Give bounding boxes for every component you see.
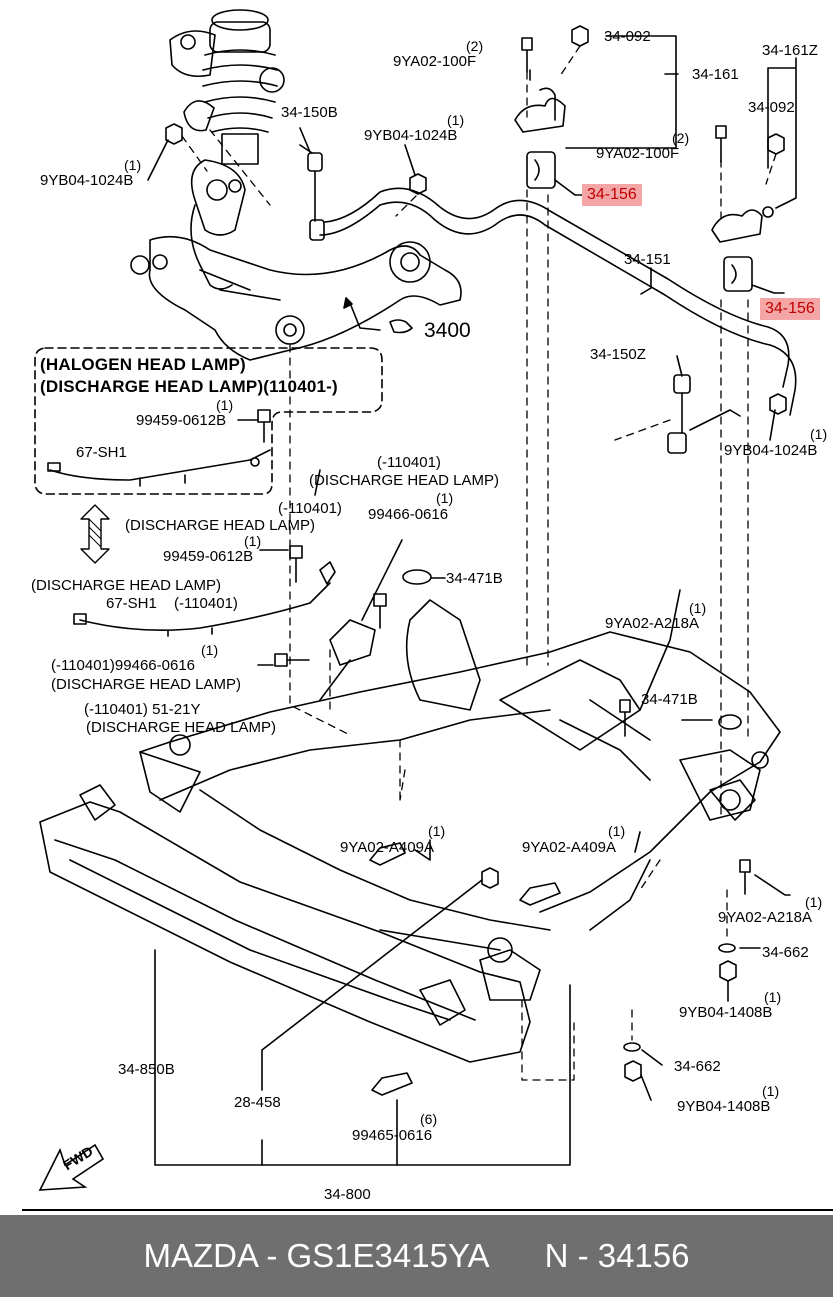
label-9ya02-100f-a: 9YA02-100F — [393, 53, 477, 70]
label-28-458: 28-458 — [234, 1094, 281, 1111]
label-34-151: 34-151 — [624, 251, 671, 268]
label-34-150b: 34-150B — [281, 104, 338, 121]
front-crossmember-drawing — [39, 784, 531, 1063]
label-34-150z: 34-150Z — [590, 346, 646, 363]
note-discharge-d: (DISCHARGE HEAD LAMP) — [51, 676, 242, 693]
subframe-drawing — [139, 599, 781, 1001]
label-9yb04-1408b-a: 9YB04-1408B — [679, 1004, 773, 1021]
label-34-800: 34-800 — [324, 1186, 371, 1203]
label-34-161z: 34-161Z — [762, 42, 818, 59]
qty-9yb04-1024b-c: (1) — [810, 426, 828, 442]
label-67-sh1-a: 67-SH1 — [76, 444, 127, 461]
fwd-arrow — [38, 1143, 105, 1191]
label-34-662-b: 34-662 — [674, 1058, 721, 1075]
qty-9ya02-100f-a: (2) — [466, 38, 484, 54]
footer-number: N - 34156 — [544, 1237, 690, 1274]
callout-3400: 3400 — [424, 319, 471, 342]
note-discharge-e: (DISCHARGE HEAD LAMP) — [86, 719, 277, 736]
label-99465-0616: 99465-0616 — [352, 1127, 433, 1144]
label-9yb04-1024b-c: 9YB04-1024B — [724, 442, 818, 459]
qty-99466-0616-a: (1) — [436, 490, 454, 506]
qty-99459-0612b-a: (1) — [216, 397, 234, 413]
stabilizer-bar-drawing — [319, 187, 797, 416]
label-9ya02-a409a-b: 9YA02-A409A — [522, 839, 616, 856]
qty-9ya02-100f-b: (2) — [672, 130, 690, 146]
qty-9yb04-1408b-a: (1) — [764, 989, 782, 1005]
note-110401-c: (-110401) — [174, 595, 238, 612]
halogen-title-2: (DISCHARGE HEAD LAMP)(110401-) — [40, 377, 338, 396]
note-110401-a: (-110401) — [377, 454, 441, 471]
note-discharge-c: (DISCHARGE HEAD LAMP) — [31, 577, 222, 594]
label-9ya02-a218a-b: 9YA02-A218A — [718, 909, 812, 926]
note-110401-b: (-110401) — [278, 500, 342, 517]
double-arrow — [80, 504, 110, 564]
note-discharge-b: (DISCHARGE HEAD LAMP) — [125, 517, 316, 534]
label-51-21y: (-110401) 51-21Y — [84, 701, 201, 718]
qty-9yb04-1024b-a: (1) — [124, 157, 142, 173]
label-34-156-a: 34-156 — [582, 184, 642, 206]
footer-gap — [490, 1237, 545, 1275]
label-34-161: 34-161 — [692, 66, 739, 83]
label-9ya02-a409a-a: 9YA02-A409A — [340, 839, 434, 856]
footer-brand-part: MAZDA - GS1E3415YA — [143, 1237, 490, 1274]
qty-99459-0612b-b: (1) — [244, 533, 262, 549]
label-34-471b-b: 34-471B — [641, 691, 698, 708]
label-9ya02-a218a-a: 9YA02-A218A — [605, 615, 699, 632]
stabilizer-link-left-drawing — [299, 144, 325, 241]
label-99466-0616-a: 99466-0616 — [368, 506, 449, 523]
label-67-sh1-b: 67-SH1 — [106, 595, 157, 612]
label-34-092-b: 34-092 — [748, 99, 795, 116]
qty-9ya02-a409a-a: (1) — [428, 823, 446, 839]
label-99459-0612b-b: 99459-0612B — [163, 548, 254, 565]
label-34-471b-a: 34-471B — [446, 570, 503, 587]
qty-9ya02-a409a-b: (1) — [608, 823, 626, 839]
label-34-850b: 34-850B — [118, 1061, 175, 1078]
bushing-right-drawing — [723, 256, 753, 292]
label-9ya02-100f-b: 9YA02-100F — [596, 145, 680, 162]
lower-control-arm-drawing — [130, 235, 462, 361]
qty-9ya02-a218a-b: (1) — [805, 894, 823, 910]
label-9yb04-1024b-b: 9YB04-1024B — [364, 127, 458, 144]
strut-assembly-drawing — [169, 9, 285, 290]
label-9yb04-1408b-b: 9YB04-1408B — [677, 1098, 771, 1115]
label-34-156-b: 34-156 — [760, 298, 820, 320]
part-number-footer: MAZDA - GS1E3415YA N - 34156 — [0, 1215, 833, 1297]
halogen-callout-box — [34, 347, 383, 495]
label-34-662-a: 34-662 — [762, 944, 809, 961]
qty-9yb04-1024b-b: (1) — [447, 112, 465, 128]
qty-99466-0616-b: (1) — [201, 642, 219, 658]
label-99466-0616-b: (-110401)99466-0616 — [51, 657, 196, 674]
note-discharge-a: (DISCHARGE HEAD LAMP) — [309, 472, 500, 489]
label-9yb04-1024b-a: 9YB04-1024B — [40, 172, 134, 189]
qty-9yb04-1408b-b: (1) — [762, 1083, 780, 1099]
qty-9ya02-a218a-a: (1) — [689, 600, 707, 616]
qty-99465-0616: (6) — [420, 1111, 438, 1127]
label-34-092-a: 34-092 — [604, 28, 651, 45]
callout-3400-arrow — [349, 302, 381, 331]
halogen-title-1: (HALOGEN HEAD LAMP) — [40, 355, 246, 374]
bushing-left-drawing — [526, 151, 556, 189]
label-99459-0612b-a: 99459-0612B — [136, 412, 227, 429]
